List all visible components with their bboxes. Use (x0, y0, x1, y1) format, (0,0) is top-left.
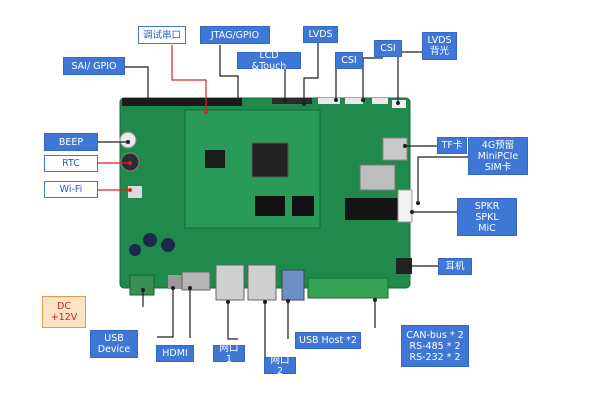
hdmi-port (181, 271, 211, 291)
terminal-block (307, 277, 389, 299)
dot-lte (416, 201, 420, 205)
minipcie-slot (345, 198, 400, 220)
label-tf-card: TF卡 (437, 137, 467, 154)
dc-jack (129, 274, 155, 296)
label-csi-2: CSI (374, 40, 402, 57)
label-debug-serial: 调试串口 (138, 26, 186, 44)
label-ethernet-2: 网口2 (264, 355, 296, 377)
tf-slot (382, 137, 408, 161)
leader-csi-1 (335, 66, 349, 100)
leader-jtag (219, 45, 239, 102)
label-hdmi: HDMI (156, 345, 194, 362)
dot-lvds (302, 102, 306, 106)
pmic-chip (205, 150, 225, 168)
usb-host-ports (281, 269, 305, 301)
leader-sai (125, 66, 149, 100)
lcd-connector (272, 98, 312, 104)
dot-csi-2 (361, 98, 365, 102)
dot-usb-host (286, 299, 290, 303)
dot-debug-serial (204, 110, 208, 114)
lvds-connector (318, 98, 340, 104)
label-usb-device: USB Device (90, 330, 138, 358)
label-sai-gpio: SAI/ GPIO (63, 57, 125, 75)
dot-eth2 (263, 300, 267, 304)
label-lcd-touch: LCD &Touch (237, 50, 301, 72)
dot-beep (126, 140, 130, 144)
cpu-chip (251, 142, 289, 178)
capacitor-3 (129, 244, 141, 256)
ethernet-port-2 (247, 264, 277, 301)
label-4g-minipcie-sim: 4G预留 MiniPCIe SIM卡 (468, 137, 528, 175)
label-lvds: LVDS (303, 26, 338, 43)
dot-rtc (128, 161, 132, 165)
label-audio: SPKR SPKL MiC (457, 198, 517, 236)
dot-hdmi (188, 286, 192, 290)
dot-audio (410, 210, 414, 214)
earphone-jack (396, 258, 412, 274)
leader-lvds (303, 43, 319, 104)
dot-dc (141, 288, 145, 292)
leader-lcd (270, 67, 286, 100)
audio-connector (397, 189, 413, 223)
label-jtag-gpio: JTAG/GPIO (200, 26, 270, 44)
leader-debug-serial (171, 45, 207, 112)
leader-usb-device (157, 288, 174, 338)
label-serial-buses: CAN-bus * 2 RS-485 * 2 RS-232 * 2 (401, 325, 469, 367)
wifi-module (128, 186, 142, 198)
csi-connector-1 (345, 98, 363, 104)
dot-usb-device (171, 286, 175, 290)
label-lvds-backlight: LVDS 背光 (422, 32, 457, 60)
leader-lte (417, 156, 468, 203)
dot-tf (403, 144, 407, 148)
csi-connector-2 (372, 98, 388, 104)
label-usb-host: USB Host *2 (295, 332, 361, 349)
gpio-header (122, 98, 242, 106)
dot-csi-1 (334, 98, 338, 102)
label-beep: BEEP (44, 133, 98, 151)
memory-chip (255, 196, 285, 216)
dot-earphone (408, 264, 412, 268)
leader-csi-2 (362, 57, 383, 100)
dot-lcd (283, 98, 287, 102)
capacitor-2 (161, 238, 175, 252)
ethernet-port-1 (215, 264, 245, 301)
label-ethernet-1: 网口1 (213, 343, 245, 365)
dot-wifi (128, 188, 132, 192)
dot-serial (373, 298, 377, 302)
label-rtc: RTC (44, 155, 98, 172)
dot-lvds-backlight (396, 101, 400, 105)
label-csi-1: CSI (335, 52, 363, 69)
sim-slot (359, 164, 396, 191)
usb-device-port (168, 275, 182, 289)
capacitor-1 (143, 233, 157, 247)
dot-jtag (236, 100, 240, 104)
dot-sai (146, 98, 150, 102)
emmc-chip (292, 196, 314, 216)
label-wifi: Wi-Fi (44, 181, 98, 198)
leader-eth1 (227, 302, 238, 340)
label-dc-power: DC +12V (42, 296, 86, 328)
dot-eth1 (226, 300, 230, 304)
label-earphone: 耳机 (438, 258, 472, 275)
